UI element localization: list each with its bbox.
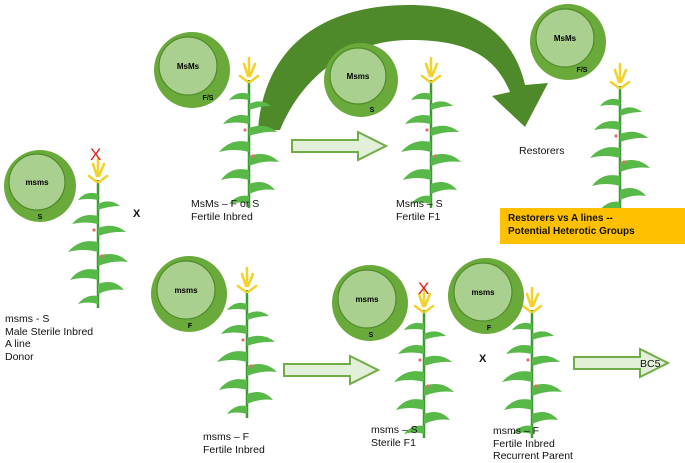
sterile-mark-donor: X xyxy=(90,145,102,164)
label-line: msms – F xyxy=(203,431,250,443)
circle-msms-fs-inbred: MsMs F/S xyxy=(154,32,230,108)
label-fertile-inbred-bottom: msms – F Fertile Inbred xyxy=(203,431,265,456)
circle-cytoplasm: S xyxy=(369,332,374,339)
circle-msms-fs-restorers: MsMs F/S xyxy=(530,4,606,80)
circle-genotype: MsMs xyxy=(554,34,577,43)
circle-genotype: Msms xyxy=(347,72,370,81)
circle-msms-s-f1: Msms S xyxy=(324,43,398,117)
label-line: Recurrent Parent xyxy=(493,450,573,462)
plant-restorers xyxy=(588,62,652,216)
label-line: Sterile F1 xyxy=(371,436,416,449)
label-restorers: Restorers xyxy=(519,145,565,157)
circle-cytoplasm: F/S xyxy=(203,95,214,102)
circle-genotype: msms xyxy=(25,178,49,187)
label-line: msms – S xyxy=(371,424,418,436)
label-sterile-f1: msms – S Sterile F1 xyxy=(371,424,418,449)
circle-cytoplasm: F xyxy=(188,323,193,330)
circle-cytoplasm: F/S xyxy=(577,67,588,74)
circle-msms-f-recurrent: msms F xyxy=(448,258,524,334)
label-line: MsMs – F or S xyxy=(191,198,260,210)
cross-symbol-bottom: X xyxy=(479,353,487,365)
label-line: Fertile Inbred xyxy=(203,443,265,456)
plant-fertile-f1 xyxy=(399,56,463,210)
arrow-to-sterile-f1 xyxy=(283,355,379,385)
callout-line: Restorers vs A lines -- xyxy=(508,213,613,224)
cross-symbol-top: X xyxy=(133,208,141,220)
label-line: msms - S xyxy=(5,313,50,325)
heterotic-groups-callout: Restorers vs A lines -- Potential Hetero… xyxy=(500,208,685,244)
circle-genotype: msms xyxy=(471,288,495,297)
curved-arrow-to-restorers xyxy=(258,5,548,130)
arrow-to-fertile-f1 xyxy=(291,131,387,161)
circle-genotype: MsMs xyxy=(177,62,200,71)
plant-donor xyxy=(66,156,130,310)
circle-genotype: msms xyxy=(174,286,198,295)
callout-line: Potential Heterotic Groups xyxy=(508,226,635,237)
circle-cytoplasm: S xyxy=(38,214,43,221)
label-fertile-f1: Msms – S Fertile F1 xyxy=(396,198,443,223)
circle-msms-s-sterile-f1: msms S xyxy=(332,265,408,341)
circle-msms-s-donor: msms S xyxy=(4,150,76,222)
circle-msms-f-inbred: msms F xyxy=(151,256,227,332)
label-line: Fertile F1 xyxy=(396,210,441,223)
label-line: msms – F xyxy=(493,425,540,437)
label-recurrent-parent: msms – F Fertile Inbred Recurrent Parent xyxy=(493,425,573,463)
label-donor: msms - S Male Sterile Inbred A line Dono… xyxy=(5,313,93,363)
circle-cytoplasm: S xyxy=(370,107,375,114)
label-bc5: BC5 xyxy=(640,358,661,370)
circle-cytoplasm: F xyxy=(487,325,492,332)
label-line: Donor xyxy=(5,350,34,363)
sterile-mark-f1: X xyxy=(418,279,430,298)
label-line: Msms – S xyxy=(396,198,443,210)
label-fertile-inbred-top: MsMs – F or S Fertile Inbred xyxy=(191,198,259,223)
label-line: Fertile Inbred xyxy=(493,437,555,450)
label-line: Fertile Inbred xyxy=(191,210,253,223)
label-line: Male Sterile Inbred xyxy=(5,325,94,338)
label-line: A line xyxy=(5,338,31,350)
circle-genotype: msms xyxy=(355,295,379,304)
